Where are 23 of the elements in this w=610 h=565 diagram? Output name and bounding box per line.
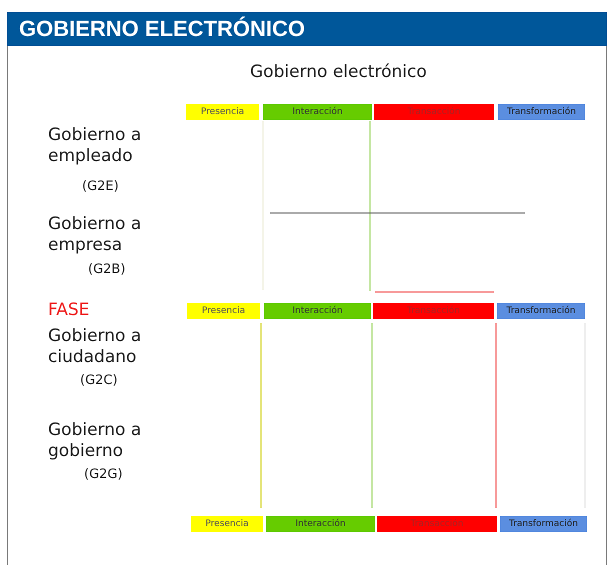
phase-bar: Interacción	[264, 303, 371, 319]
title-text: GOBIERNO ELECTRÓNICO	[19, 16, 306, 42]
phase-bar: Presencia	[186, 104, 259, 120]
row-label: Gobierno a ciudadano	[48, 326, 142, 368]
phase-heading: FASE	[48, 300, 90, 321]
row-label: Gobierno a gobierno	[48, 420, 142, 462]
row-label: Gobierno a empleado	[48, 125, 142, 167]
phase-bar: Transformación	[500, 516, 587, 532]
phase-bar: Interacción	[263, 104, 372, 120]
phase-bar: Presencia	[191, 516, 263, 532]
phase-bar: Transacción	[377, 516, 497, 532]
phase-bar: Transformación	[497, 303, 585, 319]
phase-bar: Presencia	[187, 303, 260, 319]
row-label: Gobierno a empresa	[48, 214, 142, 256]
phase-bar: Interacción	[266, 516, 375, 532]
row-code: (G2E)	[82, 178, 120, 196]
row-code: (G2G)	[84, 466, 124, 484]
chart-title: Gobierno electrónico	[250, 62, 428, 83]
phase-bar: Transacción	[373, 303, 494, 319]
row-code: (G2B)	[88, 261, 126, 279]
phase-bar: Transformación	[498, 104, 585, 120]
phase-bar: Transacción	[374, 104, 494, 120]
row-code: (G2C)	[80, 372, 119, 390]
